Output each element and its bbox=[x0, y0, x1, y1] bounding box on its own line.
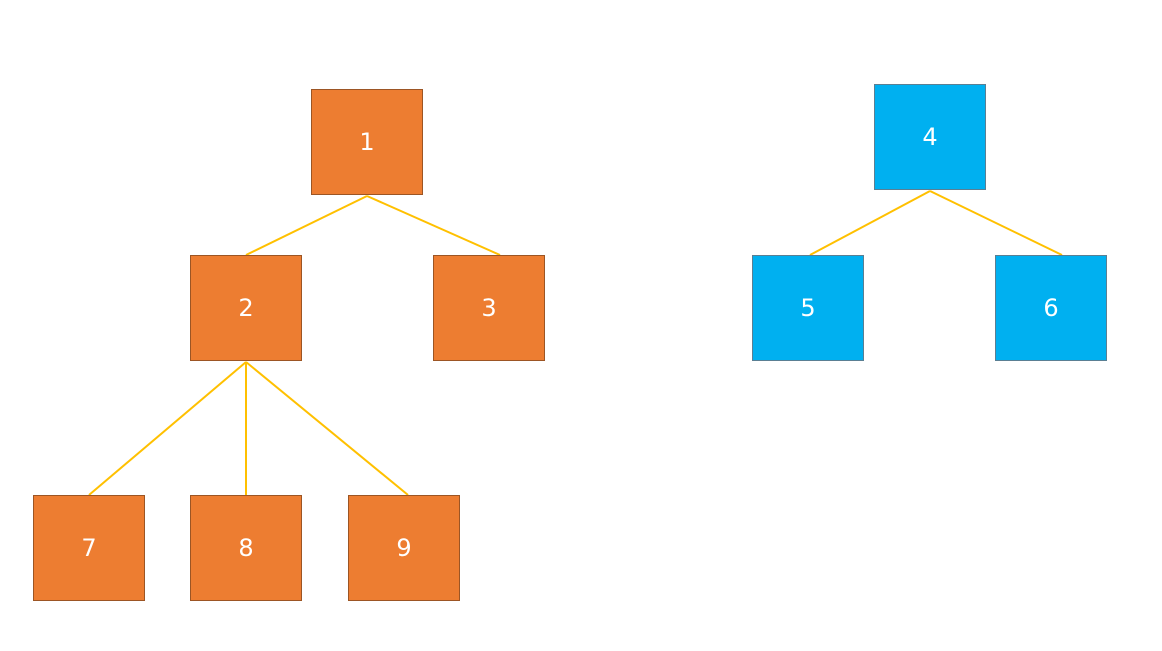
node-1-label: 1 bbox=[359, 128, 375, 156]
node-6: 6 bbox=[995, 255, 1107, 361]
node-8-label: 8 bbox=[238, 534, 254, 562]
node-3: 3 bbox=[433, 255, 545, 361]
edge-4-6 bbox=[929, 190, 1063, 256]
edge-1-2 bbox=[245, 195, 368, 256]
node-5: 5 bbox=[752, 255, 864, 361]
node-9: 9 bbox=[348, 495, 460, 601]
node-2-label: 2 bbox=[238, 294, 254, 322]
node-1: 1 bbox=[311, 89, 423, 195]
node-2: 2 bbox=[190, 255, 302, 361]
edge-1-3 bbox=[366, 195, 501, 256]
node-5-label: 5 bbox=[800, 294, 816, 322]
edge-2-7 bbox=[88, 361, 247, 496]
node-6-label: 6 bbox=[1043, 294, 1059, 322]
node-4-label: 4 bbox=[922, 123, 938, 151]
node-7-label: 7 bbox=[81, 534, 97, 562]
node-8: 8 bbox=[190, 495, 302, 601]
node-4: 4 bbox=[874, 84, 986, 190]
node-7: 7 bbox=[33, 495, 145, 601]
edge-2-9 bbox=[245, 361, 409, 496]
node-9-label: 9 bbox=[396, 534, 412, 562]
edge-4-5 bbox=[809, 190, 931, 256]
node-3-label: 3 bbox=[481, 294, 497, 322]
